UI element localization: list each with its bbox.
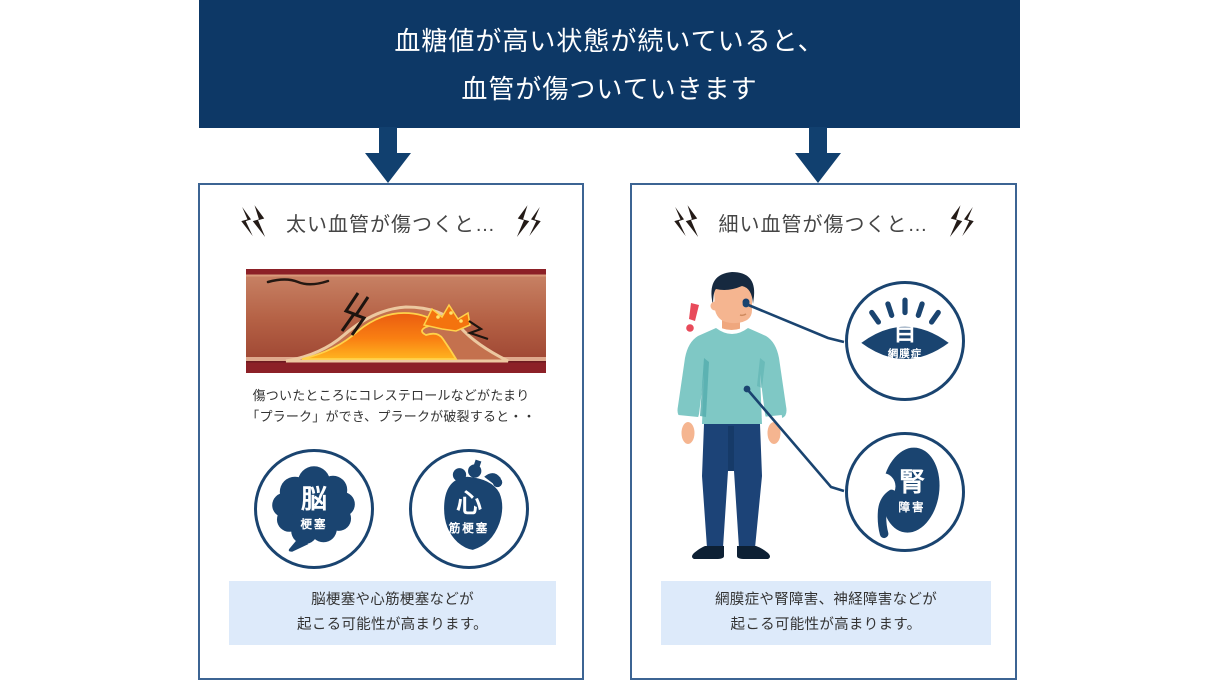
result-box: 脳梗塞や心筋梗塞などが 起こる可能性が高まります。 — [229, 581, 556, 645]
kidney-icon — [868, 447, 940, 539]
lightning-icon — [949, 205, 974, 237]
result-line1: 脳梗塞や心筋梗塞などが — [311, 592, 474, 608]
panel-header: 太い血管が傷つくと… — [200, 202, 582, 242]
panel-title: 細い血管が傷つくと… — [718, 213, 929, 236]
banner-line2: 血管が傷ついていきます — [461, 74, 758, 104]
result-line2: 起こる可能性が高まります。 — [297, 617, 488, 633]
retinopathy-badge: 目 網膜症 — [845, 281, 965, 401]
panel-small-vessels: 細い血管が傷つくと… — [630, 183, 1017, 680]
panel-title: 太い血管が傷つくと… — [286, 213, 496, 236]
result-box: 網膜症や腎障害、神経障害などが 起こる可能性が高まります。 — [661, 581, 991, 645]
lightning-icon — [241, 205, 266, 237]
myocardial-infarction-badge: 心 筋梗塞 — [409, 449, 529, 569]
brain-icon — [272, 466, 355, 552]
description-line1: 傷ついたところにコレステロールなどがたまり — [252, 388, 530, 403]
result-line2: 起こる可能性が高まります。 — [730, 617, 922, 633]
down-arrow-icon — [365, 127, 411, 183]
lightning-icon — [673, 205, 698, 237]
artery-plaque-illustration — [246, 269, 546, 373]
result-line1: 網膜症や腎障害、神経障害などが — [715, 592, 937, 608]
panel-header: 細い血管が傷つくと… — [632, 202, 1015, 242]
heart-icon — [444, 459, 503, 550]
lightning-icon — [516, 205, 541, 237]
person-illustration — [677, 272, 787, 559]
kidney-damage-badge: 腎 障害 — [845, 432, 965, 552]
description-line2: 「プラーク」ができ、プラークが破裂すると・・ — [246, 409, 536, 424]
banner-line1: 血糖値が高い状態が続いていると、 — [394, 26, 825, 56]
panel-large-vessels: 太い血管が傷つくと… — [198, 183, 584, 680]
eye-icon — [861, 297, 949, 360]
banner: 血糖値が高い状態が続いていると、 血管が傷ついていきます — [199, 0, 1020, 128]
callout-lines — [742, 300, 845, 493]
down-arrow-icon — [795, 127, 841, 183]
brain-infarction-badge: 脳 梗塞 — [254, 449, 374, 569]
plaque-description: 傷ついたところにコレステロールなどがたまり 「プラーク」ができ、プラークが破裂す… — [200, 385, 582, 427]
